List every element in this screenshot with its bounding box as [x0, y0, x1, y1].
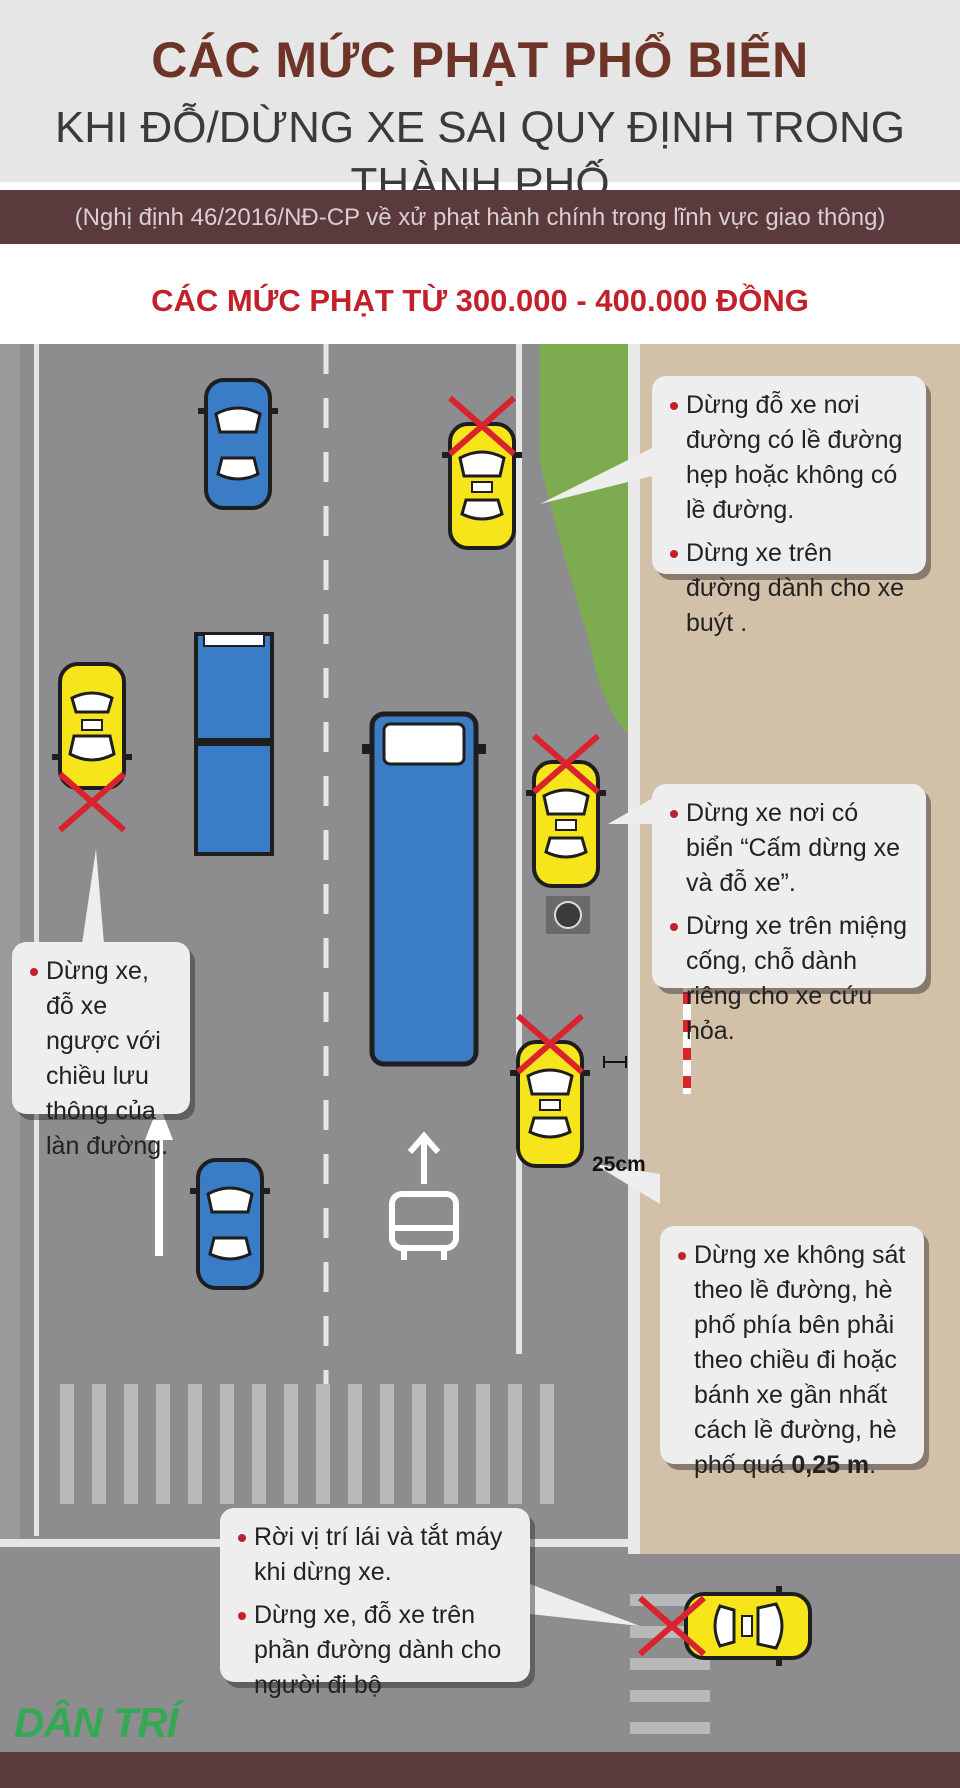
subtitle-band [0, 190, 960, 244]
blue-car [196, 378, 280, 510]
page-title: CÁC MỨC PHẠT PHỔ BIẾN [151, 32, 809, 88]
bubble-wrong-direction: Dừng xe, đỗ xe ngược với chiều lưu thông… [12, 942, 190, 1160]
rule-text: Dừng xe, đỗ xe trên phần đường dành cho … [254, 1601, 502, 1699]
rule-text: Dừng xe trên đường dành cho xe buýt . [686, 539, 905, 637]
rule-text: Dừng xe trên miệng cống, chỗ dành riêng … [686, 912, 908, 1045]
bubble-no-parking-sign: Dừng xe nơi có biển “Cấm dừng xe và đỗ x… [652, 784, 926, 1045]
grass-strip [540, 344, 628, 734]
rule-item: Dừng xe nơi có biển “Cấm dừng xe và đỗ x… [670, 796, 912, 901]
page-subtitle: KHI ĐỖ/DỪNG XE SAI QUY ĐỊNH TRONG THÀNH … [54, 103, 906, 208]
rule-item: Dừng xe không sát theo lề đường, hè phố … [678, 1238, 910, 1483]
bus-lane-icon [389, 1131, 459, 1260]
rule-item: Rời vị trí lái và tắt máy khi dừng xe. [238, 1520, 516, 1590]
rule-text: Rời vị trí lái và tắt máy khi dừng xe. [254, 1523, 503, 1586]
blue-car [188, 1158, 272, 1290]
arrow-up-icon [145, 1104, 173, 1256]
taxi-narrow-curb [440, 422, 524, 550]
fine-range: CÁC MỨC PHẠT TỪ 300.000 - 400.000 ĐỒNG [151, 283, 809, 318]
rule-item: Dừng xe trên miệng cống, chỗ dành riêng … [670, 909, 912, 1049]
rule-text: Dừng đỗ xe nơi đường có lề đường hẹp hoặ… [686, 391, 903, 524]
rule-item: Dừng xe, đỗ xe ngược với chiều lưu thông… [30, 954, 176, 1164]
rule-text-end: . [869, 1451, 877, 1479]
bubble-crosswalk: Rời vị trí lái và tắt máy khi dừng xe. D… [220, 1508, 530, 1699]
logo: DÂN TRÍ [14, 1699, 178, 1746]
distance-value: 0,25 m [791, 1451, 870, 1479]
bubble-narrow-curb: Dừng đỗ xe nơi đường có lề đường hẹp hoặ… [652, 376, 926, 637]
crosswalk [60, 1384, 554, 1504]
rule-text: Dừng xe, đỗ xe ngược với chiều lưu thông… [46, 957, 169, 1160]
rule-text: Dừng xe nơi có biển “Cấm dừng xe và đỗ x… [686, 799, 901, 897]
rule-item: Dừng xe trên đường dành cho xe buýt . [670, 536, 912, 641]
rule-item: Dừng đỗ xe nơi đường có lề đường hẹp hoặ… [670, 388, 912, 528]
bus [362, 711, 486, 1067]
distance-label: 25cm [592, 1153, 646, 1176]
rule-item: Dừng xe, đỗ xe trên phần đường dành cho … [238, 1598, 516, 1703]
legal-reference: (Nghị định 46/2016/NĐ-CP về xử phạt hành… [74, 204, 886, 231]
header-panel [0, 0, 960, 182]
taxi-far-from-curb [508, 1040, 592, 1168]
rule-text: Dừng xe không sát theo lề đường, hè phố … [694, 1241, 906, 1479]
bubble-curb-distance: Dừng xe không sát theo lề đường, hè phố … [660, 1226, 924, 1479]
manhole-icon [546, 896, 590, 934]
taxi-manhole [524, 760, 608, 888]
footer-band [0, 1752, 960, 1788]
blue-truck [194, 632, 274, 856]
